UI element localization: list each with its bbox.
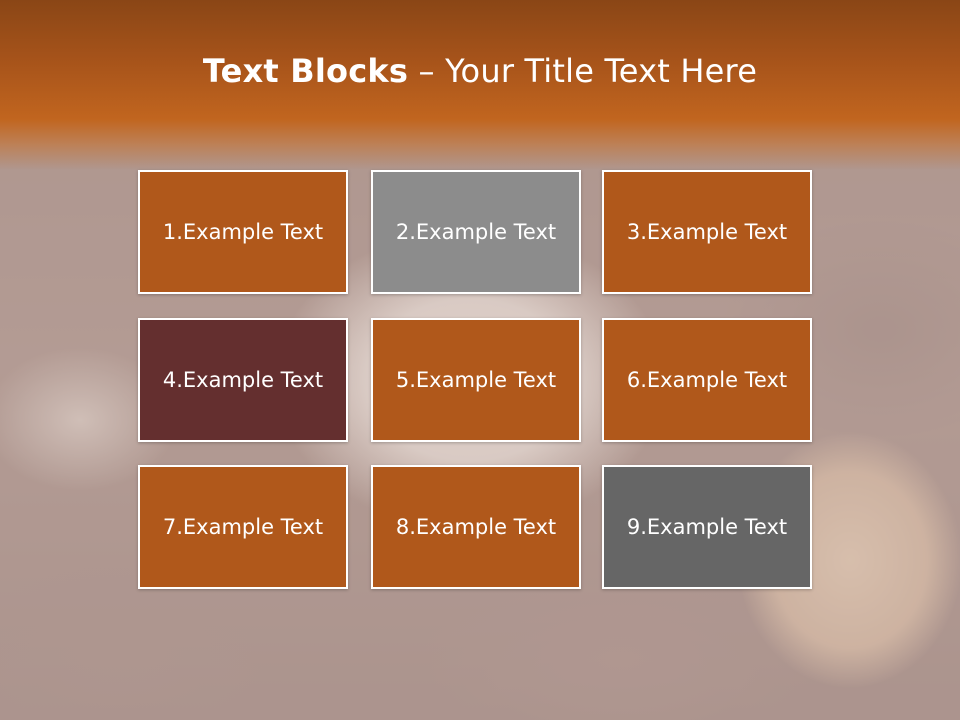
text-block-6[interactable]: 6.Example Text bbox=[602, 318, 812, 442]
title-bold: Text Blocks bbox=[202, 52, 409, 90]
text-block-4[interactable]: 4.Example Text bbox=[138, 318, 348, 442]
text-block-label: 2.Example Text bbox=[395, 220, 557, 244]
text-block-8[interactable]: 8.Example Text bbox=[371, 465, 581, 589]
text-block-9[interactable]: 9.Example Text bbox=[602, 465, 812, 589]
text-block-2[interactable]: 2.Example Text bbox=[371, 170, 581, 294]
title-banner bbox=[0, 0, 960, 170]
text-block-label: 6.Example Text bbox=[626, 368, 788, 392]
text-block-label: 9.Example Text bbox=[626, 515, 788, 539]
slide-title: Text Blocks – Your Title Text Here bbox=[0, 52, 960, 90]
text-block-label: 5.Example Text bbox=[395, 368, 557, 392]
text-block-label: 1.Example Text bbox=[162, 220, 324, 244]
text-block-label: 4.Example Text bbox=[162, 368, 324, 392]
text-block-label: 3.Example Text bbox=[626, 220, 788, 244]
text-block-3[interactable]: 3.Example Text bbox=[602, 170, 812, 294]
text-block-7[interactable]: 7.Example Text bbox=[138, 465, 348, 589]
text-block-label: 7.Example Text bbox=[162, 515, 324, 539]
text-block-1[interactable]: 1.Example Text bbox=[138, 170, 348, 294]
text-block-5[interactable]: 5.Example Text bbox=[371, 318, 581, 442]
text-block-label: 8.Example Text bbox=[395, 515, 557, 539]
title-separator: – bbox=[408, 52, 446, 90]
text-block-grid: 1.Example Text 2.Example Text 3.Example … bbox=[138, 170, 816, 594]
title-rest: Your Title Text Here bbox=[445, 52, 758, 90]
